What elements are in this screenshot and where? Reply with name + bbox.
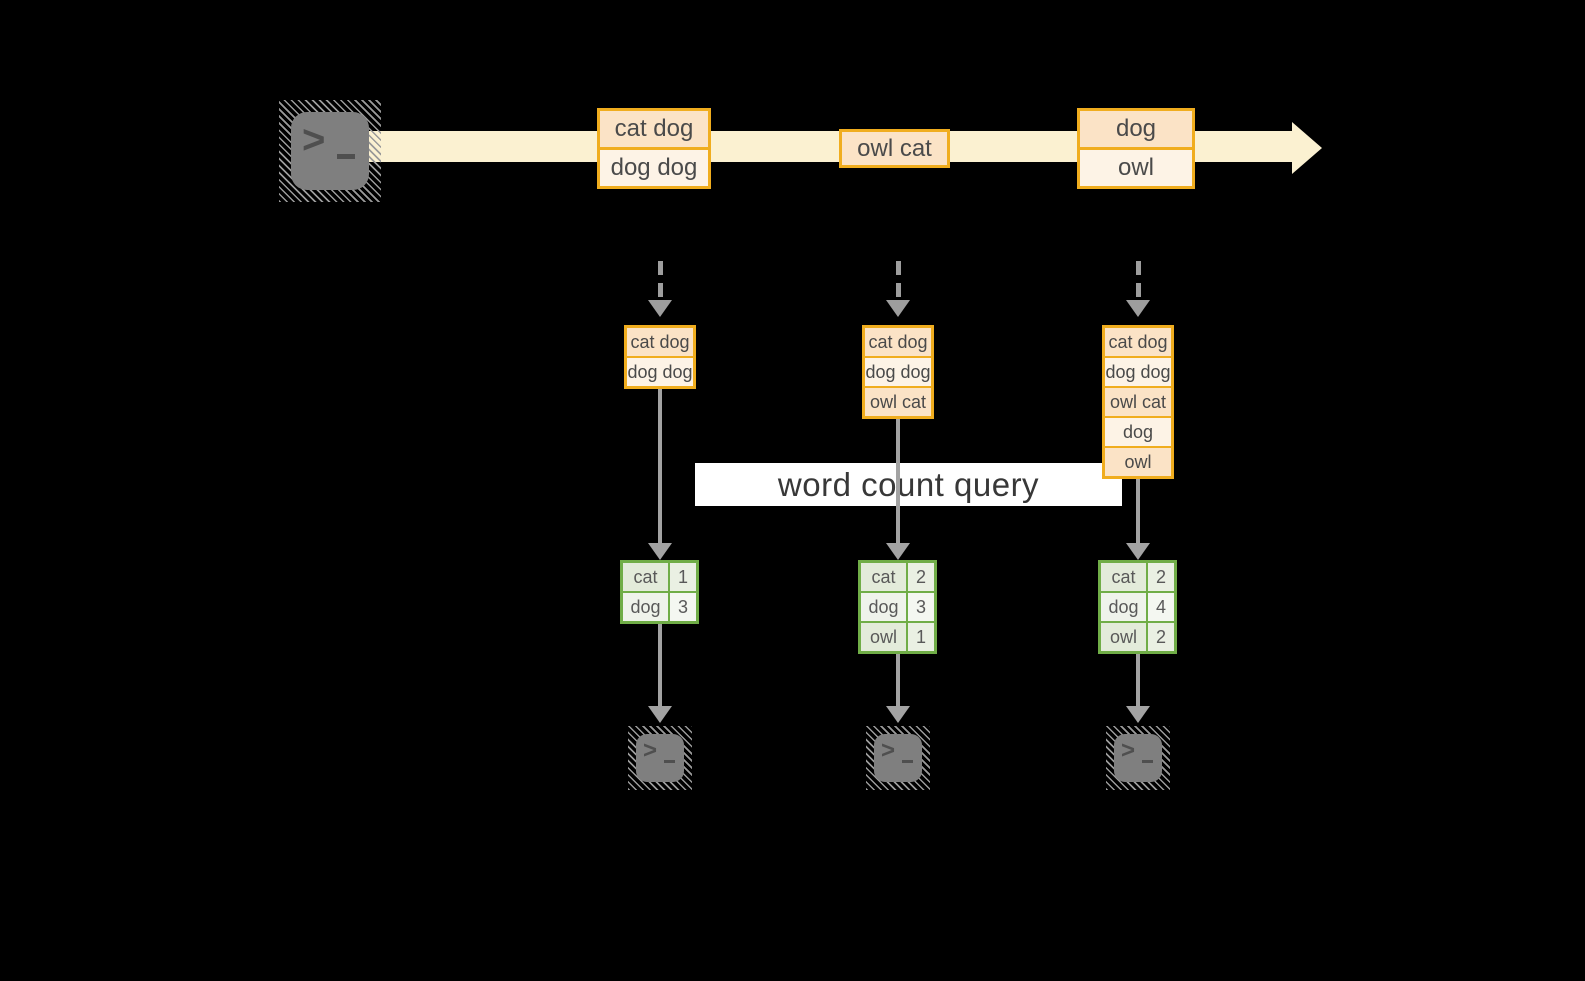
table-cell-word: dog [861,593,906,621]
prompt-icon: > [1121,737,1136,764]
cursor-icon [337,154,355,159]
arrowhead-icon [886,543,910,560]
state-row: dog [1105,416,1171,446]
stream-batch: dog owl [1077,108,1195,189]
terminal-icon: > [636,734,684,782]
arrowhead-icon [886,706,910,723]
sink-terminal-icon: > [628,726,692,790]
dashed-arrow-segment [658,283,663,297]
state-row: owl cat [865,386,931,416]
state-row: dog dog [627,356,693,386]
message-row: dog dog [600,147,708,186]
terminal-icon: > [1114,734,1162,782]
table-cell-word: dog [1101,593,1146,621]
word-count-table: cat 2 dog 3 owl 1 [858,560,937,654]
state-row: owl [1105,446,1171,476]
state-row: dog dog [865,356,931,386]
terminal-icon: > [874,734,922,782]
table-cell-count: 2 [1148,563,1174,591]
cursor-icon [664,760,675,763]
prompt-icon: > [302,118,326,162]
table-cell-count: 2 [1148,623,1174,651]
state-row: cat dog [865,328,931,356]
table-cell-count: 2 [908,563,934,591]
stream-batch: cat dog dog dog [597,108,711,189]
state-row: cat dog [627,328,693,356]
state-buffer: cat dog dog dog owl cat [862,325,934,419]
terminal-icon: > [291,112,369,190]
state-buffer: cat dog dog dog [624,325,696,389]
dashed-arrowhead-icon [648,300,672,317]
table-cell-count: 1 [670,563,696,591]
dashed-arrowhead-icon [886,300,910,317]
word-count-table: cat 2 dog 4 owl 2 [1098,560,1177,654]
source-terminal-icon: > [279,100,381,202]
dashed-arrow-segment [896,283,901,297]
sink-terminal-icon: > [866,726,930,790]
table-cell-word: owl [1101,623,1146,651]
table-cell-word: owl [861,623,906,651]
dashed-arrow-segment [1136,283,1141,297]
stream-batch: owl cat [839,129,950,168]
message-row: owl cat [842,132,947,165]
table-cell-count: 3 [670,593,696,621]
arrowhead-icon [648,706,672,723]
table-cell-word: dog [623,593,668,621]
stream-arrowhead-icon [1292,122,1322,174]
arrow-line [658,389,662,545]
message-row: dog [1080,111,1192,147]
table-cell-count: 3 [908,593,934,621]
table-cell-word: cat [861,563,906,591]
arrow-line [896,419,900,545]
state-row: dog dog [1105,356,1171,386]
query-banner: word count query [695,463,1122,506]
arrowhead-icon [1126,543,1150,560]
state-buffer: cat dog dog dog owl cat dog owl [1102,325,1174,479]
table-cell-count: 1 [908,623,934,651]
dashed-arrow-segment [896,261,901,275]
cursor-icon [1142,760,1153,763]
table-cell-count: 4 [1148,593,1174,621]
dashed-arrow-segment [658,261,663,275]
prompt-icon: > [881,737,896,764]
prompt-icon: > [643,737,658,764]
arrowhead-icon [648,543,672,560]
table-cell-word: cat [623,563,668,591]
message-row: cat dog [600,111,708,147]
message-row: owl [1080,147,1192,186]
arrow-line [658,624,662,708]
sink-terminal-icon: > [1106,726,1170,790]
dashed-arrowhead-icon [1126,300,1150,317]
arrowhead-icon [1126,706,1150,723]
dashed-arrow-segment [1136,261,1141,275]
table-cell-word: cat [1101,563,1146,591]
state-row: cat dog [1105,328,1171,356]
arrow-line [1136,654,1140,708]
arrow-line [896,654,900,708]
cursor-icon [902,760,913,763]
state-row: owl cat [1105,386,1171,416]
arrow-line [1136,479,1140,545]
word-count-table: cat 1 dog 3 [620,560,699,624]
